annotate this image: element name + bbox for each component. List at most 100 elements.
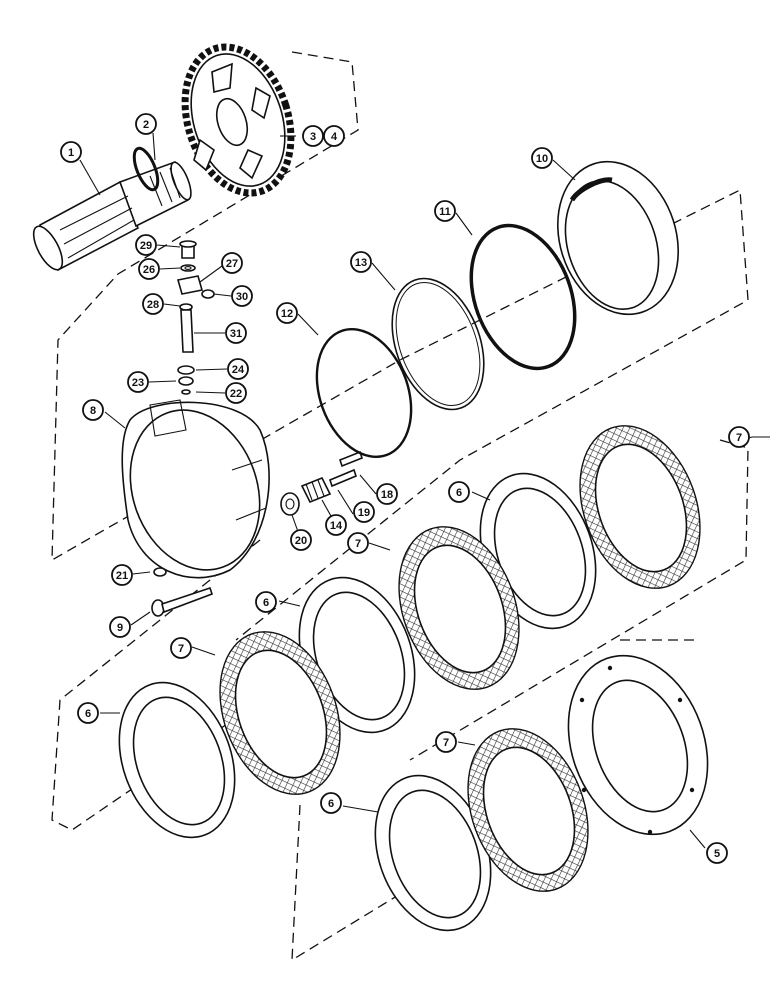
- assembly-boundaries: [51, 51, 749, 962]
- callout-6c: 6: [77, 702, 99, 724]
- svg-text:31: 31: [230, 328, 242, 340]
- callout-3: 3: [302, 125, 324, 147]
- callout-21: 21: [111, 564, 133, 586]
- adjuster-parts: [280, 450, 363, 516]
- callout-13: 13: [350, 251, 372, 273]
- svg-text:10: 10: [536, 153, 548, 165]
- friction-disc-b: [398, 526, 520, 690]
- shaft: [32, 160, 192, 272]
- svg-text:6: 6: [263, 597, 269, 609]
- pin-31: [180, 309, 194, 353]
- piston-10: [557, 160, 679, 316]
- svg-text:5: 5: [714, 848, 720, 860]
- svg-text:14: 14: [330, 520, 343, 532]
- callout-18: 18: [376, 483, 398, 505]
- callout-24: 24: [227, 358, 249, 380]
- callout-12: 12: [276, 302, 298, 324]
- boundary-lower-right: [291, 639, 700, 962]
- callout-6a: 6: [448, 481, 470, 503]
- svg-text:4: 4: [331, 131, 338, 143]
- callout-2: 2: [135, 113, 157, 135]
- callout-7c: 7: [170, 637, 192, 659]
- svg-text:6: 6: [328, 798, 334, 810]
- plug-28: [179, 303, 193, 311]
- svg-text:29: 29: [140, 240, 152, 252]
- callout-1: 1: [60, 141, 82, 163]
- svg-text:6: 6: [85, 708, 91, 720]
- callout-7a: 7: [728, 426, 750, 448]
- svg-text:20: 20: [295, 535, 307, 547]
- gear: [181, 43, 295, 197]
- brake-housing: [121, 399, 270, 579]
- callout-29: 29: [135, 234, 157, 256]
- callout-30: 30: [231, 285, 253, 307]
- pressure-plate: [567, 654, 709, 836]
- screw-18: [339, 450, 363, 468]
- seal-ring-13: [391, 277, 485, 411]
- friction-disc-c: [219, 631, 341, 795]
- svg-text:3: 3: [310, 131, 316, 143]
- svg-text:2: 2: [143, 119, 149, 131]
- sleeve-20: [280, 492, 300, 516]
- svg-text:8: 8: [90, 405, 96, 417]
- spring-14: [300, 476, 332, 504]
- callout-8: 8: [82, 399, 104, 421]
- callout-11: 11: [434, 200, 456, 222]
- callout-5: 5: [706, 842, 728, 864]
- callout-7b: 7: [347, 532, 369, 554]
- valve-hardware: [176, 240, 215, 395]
- oring-22: [181, 389, 191, 395]
- callout-4: 4: [323, 125, 345, 147]
- callout-7d: 7: [435, 731, 457, 753]
- svg-text:23: 23: [132, 377, 144, 389]
- callout-22: 22: [225, 382, 247, 404]
- callout-10: 10: [531, 147, 553, 169]
- svg-text:21: 21: [116, 570, 128, 582]
- svg-text:13: 13: [355, 257, 367, 269]
- svg-text:30: 30: [236, 291, 248, 303]
- washer-26: [180, 264, 196, 272]
- callout-26: 26: [138, 258, 160, 280]
- callout-6b: 6: [255, 591, 277, 613]
- callout-27: 27: [221, 252, 243, 274]
- callout-19: 19: [353, 501, 375, 523]
- seal-ring-11: [469, 223, 577, 371]
- svg-text:27: 27: [226, 258, 238, 270]
- callout-9: 9: [109, 616, 131, 638]
- svg-text:26: 26: [143, 264, 155, 276]
- friction-disc-a: [579, 425, 701, 589]
- svg-text:24: 24: [232, 364, 245, 376]
- callout-14: 14: [325, 514, 347, 536]
- plug-30: [201, 289, 215, 299]
- svg-text:12: 12: [281, 308, 293, 320]
- callout-20: 20: [290, 529, 312, 551]
- washer-24: [177, 365, 195, 375]
- boundary-lower-left: [51, 539, 351, 831]
- svg-text:9: 9: [117, 622, 123, 634]
- snap-ring: [132, 146, 160, 192]
- callout-23: 23: [127, 371, 149, 393]
- svg-text:1: 1: [68, 147, 74, 159]
- svg-text:22: 22: [230, 388, 242, 400]
- seal-ring-12: [315, 327, 413, 459]
- svg-text:18: 18: [381, 489, 393, 501]
- leader-lines: [79, 132, 770, 849]
- svg-text:28: 28: [147, 299, 159, 311]
- block-27: [176, 275, 204, 295]
- callout-28: 28: [142, 293, 164, 315]
- pin-19: [329, 468, 357, 488]
- separator-plate-d: [374, 774, 492, 932]
- plug-21: [153, 567, 167, 577]
- svg-text:11: 11: [439, 206, 451, 218]
- friction-disc-d: [467, 728, 589, 892]
- svg-text:7: 7: [355, 538, 361, 550]
- boundary-upper: [51, 51, 749, 641]
- boundary-right-plates: [409, 439, 749, 761]
- bolt-9: [151, 586, 214, 617]
- svg-text:6: 6: [456, 487, 462, 499]
- svg-text:19: 19: [358, 507, 370, 519]
- callout-6d: 6: [320, 792, 342, 814]
- washer-23: [178, 376, 194, 386]
- svg-text:7: 7: [736, 432, 742, 444]
